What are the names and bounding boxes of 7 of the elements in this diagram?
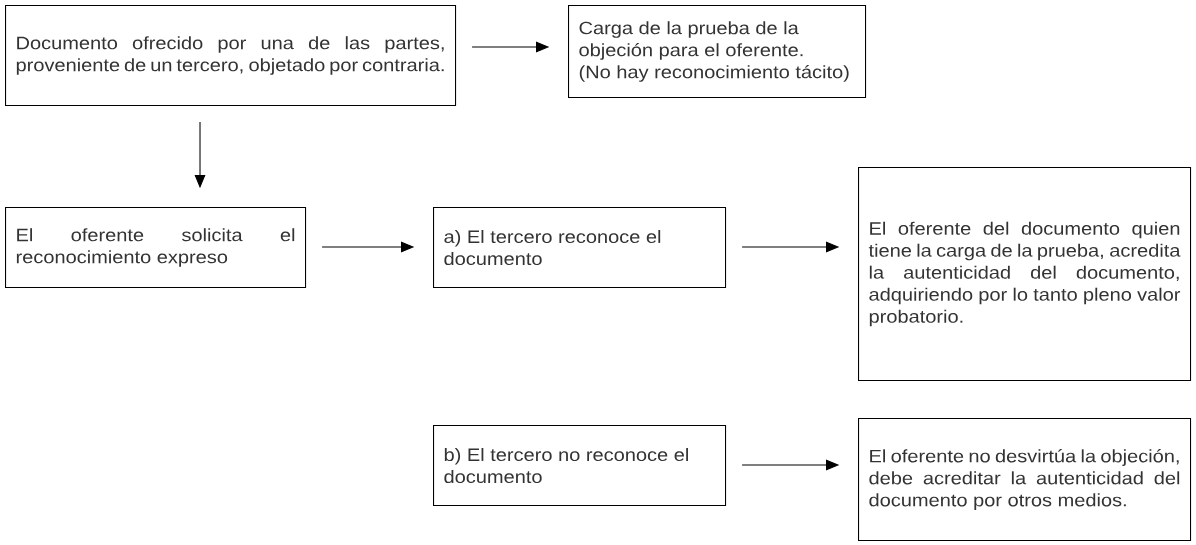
text-box: Carga de la prueba de la objeción para el oferente. (No hay reconocimiento tácito)	[568, 5, 867, 99]
text-box: a) El tercero reconoce el documento	[433, 207, 727, 289]
text-box: Documento ofrecido por una de las partes, proveniente de un tercero, objetado por contraria.	[5, 5, 457, 107]
text-box: El oferente solicita el reconocimiento expreso	[5, 207, 307, 289]
text-box: El oferente no desvirtúa la objeción, debe acreditar la autenticidad del documento por otros medios.	[858, 418, 1192, 542]
text-box: b) El tercero no reconoce el documento	[433, 425, 727, 507]
text-box: El oferente del documento quien tiene la carga de la prueba, acredita la autenticidad del documento, adquiriendo por lo tanto pleno valor probatorio.	[858, 167, 1192, 382]
